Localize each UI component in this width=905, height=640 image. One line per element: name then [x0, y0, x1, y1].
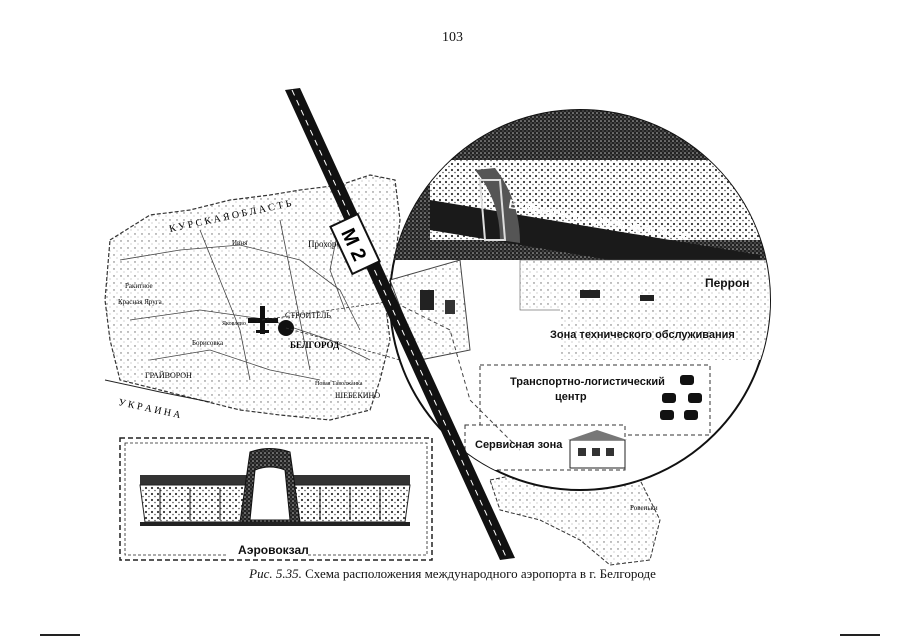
city-shebekino: ШЕБЕКИНО [335, 391, 380, 400]
city-rovenki: Ровеньки [630, 504, 658, 512]
city-graivoron: ГРАЙВОРОН [145, 371, 192, 380]
city-ivnya: Ивня [232, 239, 248, 247]
page-number: 103 [442, 30, 463, 45]
terminal-inset: Аэровокзал [119, 437, 433, 561]
caption-prefix: Рис. 5.35. [249, 566, 302, 581]
city-belgorod: БЕЛГОРОД [290, 340, 340, 350]
city-rakitnoe: Ракитное [125, 282, 153, 290]
city-novaya-tavolzhanka: Новая Таволжанка [315, 381, 363, 387]
service-zone-label: Сервисная зона [475, 439, 563, 451]
city-yakovlevo: Яковлево [222, 321, 246, 327]
terminal-label: Аэровокзал [238, 543, 309, 557]
caption-text: Схема расположения международного аэропо… [301, 566, 656, 581]
logistics-buildings [660, 375, 702, 420]
city-stroitel: СТРОИТЕЛЬ [285, 311, 331, 320]
apron-label: Перрон [705, 276, 750, 290]
region-map: К У Р С К А Я О Б Л А С Т Ь У К Р А И Н … [104, 174, 661, 566]
terminal-building [139, 448, 411, 526]
service-building [568, 430, 627, 469]
city-prokhorovka: Прохоровка [308, 239, 353, 249]
city-borisovka: Борисовка [192, 339, 224, 347]
figure-caption: Рис. 5.35. Схема расположения международ… [0, 566, 905, 582]
country-label: У К Р А И Н А [117, 397, 182, 421]
city-krasnaya-yaruga: Красная Яруга [118, 298, 163, 306]
tech-zone-label: Зона технического обслуживания [550, 329, 735, 341]
logistics-label-line2: центр [555, 391, 587, 403]
bottom-edge-mark-right [840, 634, 880, 636]
bottom-edge-mark-left [40, 634, 80, 636]
airport-zoom-circle: Взлетно-посадочная полоса Перрон Зона те… [389, 109, 771, 491]
logistics-label-line1: Транспортно-логистический [510, 376, 665, 388]
